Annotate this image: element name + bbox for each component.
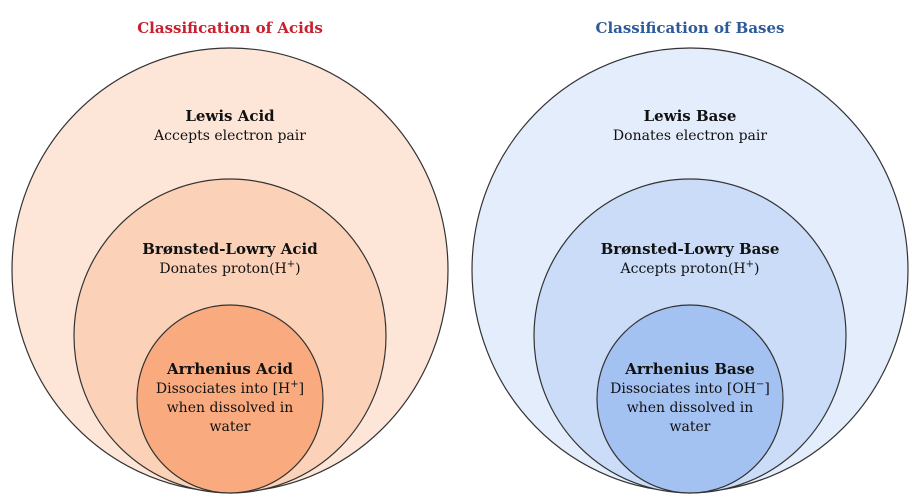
arrhenius-acid-line2: when dissolved in xyxy=(167,400,294,416)
arrhenius-base-line2: when dissolved in xyxy=(627,400,754,416)
arrhenius-base-line3: water xyxy=(670,419,711,435)
arrhenius-acid-circle xyxy=(136,304,324,494)
acids-group: Classification of Acids Lewis Acid Accep… xyxy=(11,19,449,494)
bases-title: Classification of Bases xyxy=(596,19,785,37)
arrhenius-base-circle xyxy=(596,304,784,494)
arrhenius-base-heading: Arrhenius Base xyxy=(624,360,754,378)
bronsted-acid-heading: Brønsted-Lowry Acid xyxy=(142,240,318,258)
lewis-base-heading: Lewis Base xyxy=(644,107,737,125)
arrhenius-acid-heading: Arrhenius Acid xyxy=(166,360,294,378)
arrhenius-acid-line3: water xyxy=(210,419,251,435)
bronsted-acid-description: Donates proton(H+) xyxy=(159,259,300,277)
acids-title: Classification of Acids xyxy=(137,19,323,37)
bases-group: Classification of Bases Lewis Base Donat… xyxy=(471,19,909,494)
lewis-base-description: Donates electron pair xyxy=(613,128,767,144)
arrhenius-acid-line1: Dissociates into [H+] xyxy=(156,379,304,397)
bronsted-base-description: Accepts proton(H+) xyxy=(620,259,760,277)
arrhenius-base-line1: Dissociates into [OH−] xyxy=(610,379,770,397)
lewis-acid-description: Accepts electron pair xyxy=(153,128,306,144)
lewis-acid-heading: Lewis Acid xyxy=(185,107,275,125)
bronsted-base-heading: Brønsted-Lowry Base xyxy=(601,240,780,258)
